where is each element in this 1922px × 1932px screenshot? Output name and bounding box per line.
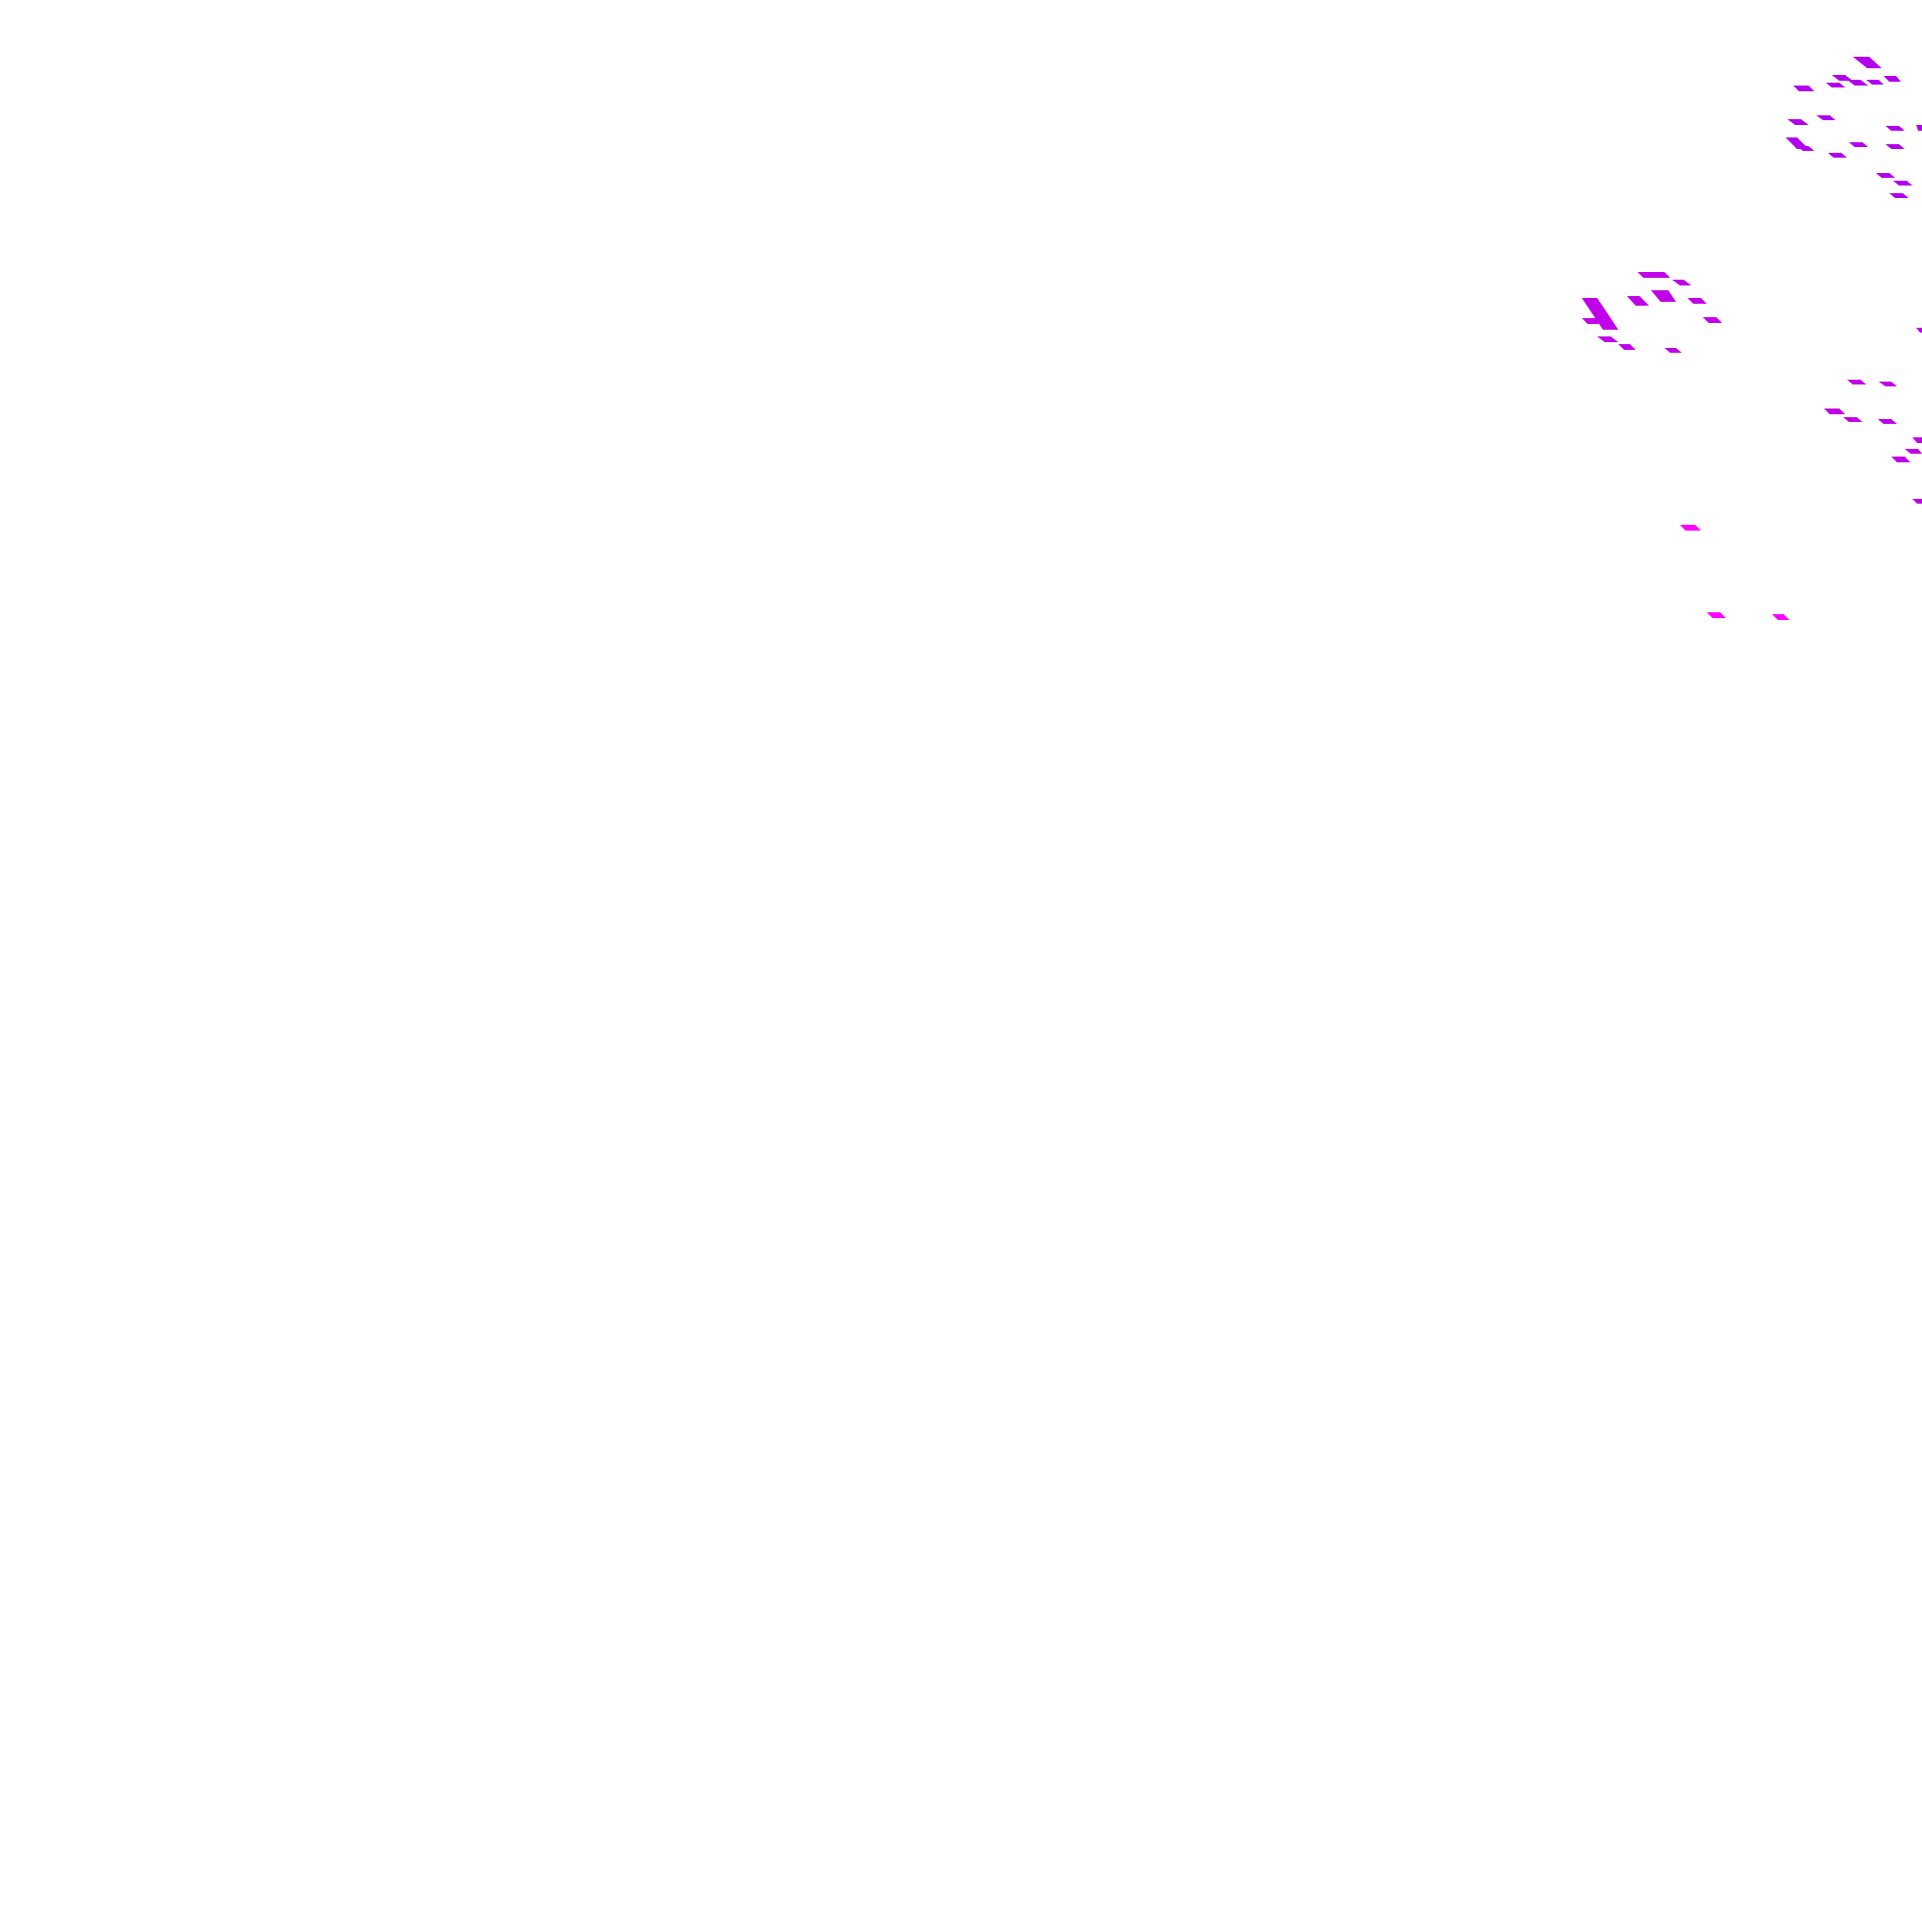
fragment	[1787, 119, 1809, 125]
fragment	[1703, 317, 1722, 323]
fragment	[1879, 382, 1897, 386]
fragment	[1828, 153, 1847, 158]
fragment	[1912, 437, 1922, 443]
fragment	[1847, 80, 1868, 86]
fragment	[1843, 417, 1862, 422]
fragment	[1824, 409, 1845, 414]
fragment	[1889, 193, 1909, 198]
fragment	[1680, 525, 1701, 531]
fragment	[1885, 144, 1905, 149]
fragment	[1905, 449, 1922, 454]
fragment	[1664, 348, 1682, 353]
fragment	[1638, 272, 1670, 278]
fragment	[1582, 318, 1607, 324]
fragment	[1878, 419, 1897, 424]
fragment	[1797, 146, 1814, 151]
fragment	[1916, 125, 1922, 131]
fragment-cluster-upper-middle	[1582, 272, 1922, 353]
fragment	[1876, 173, 1895, 178]
fragment	[1793, 86, 1814, 91]
fragment	[1688, 298, 1707, 304]
fragment-cluster-lower	[1680, 525, 1789, 620]
fragment	[1707, 612, 1726, 618]
fragment	[1849, 142, 1868, 147]
fragment	[1891, 457, 1910, 462]
fragment	[1582, 298, 1618, 330]
fragment	[1912, 499, 1922, 504]
fragment	[1916, 328, 1922, 333]
fragment	[1826, 83, 1845, 87]
fragment	[1627, 296, 1649, 306]
fragment	[1651, 290, 1676, 302]
fragment	[1672, 280, 1691, 285]
fragment	[1772, 614, 1789, 620]
fragment	[1893, 181, 1912, 186]
fragment-cluster-middle-right	[1824, 380, 1922, 504]
fragment	[1853, 57, 1882, 68]
fragment	[1816, 115, 1836, 120]
fragment-cluster-top-right	[1786, 57, 1922, 198]
fragment	[1618, 344, 1636, 350]
fragment	[1884, 76, 1901, 82]
fragment	[1597, 336, 1618, 342]
fragment	[1885, 126, 1905, 131]
fragment	[1847, 380, 1866, 384]
fragment	[1866, 80, 1884, 85]
fragment	[1832, 75, 1853, 81]
